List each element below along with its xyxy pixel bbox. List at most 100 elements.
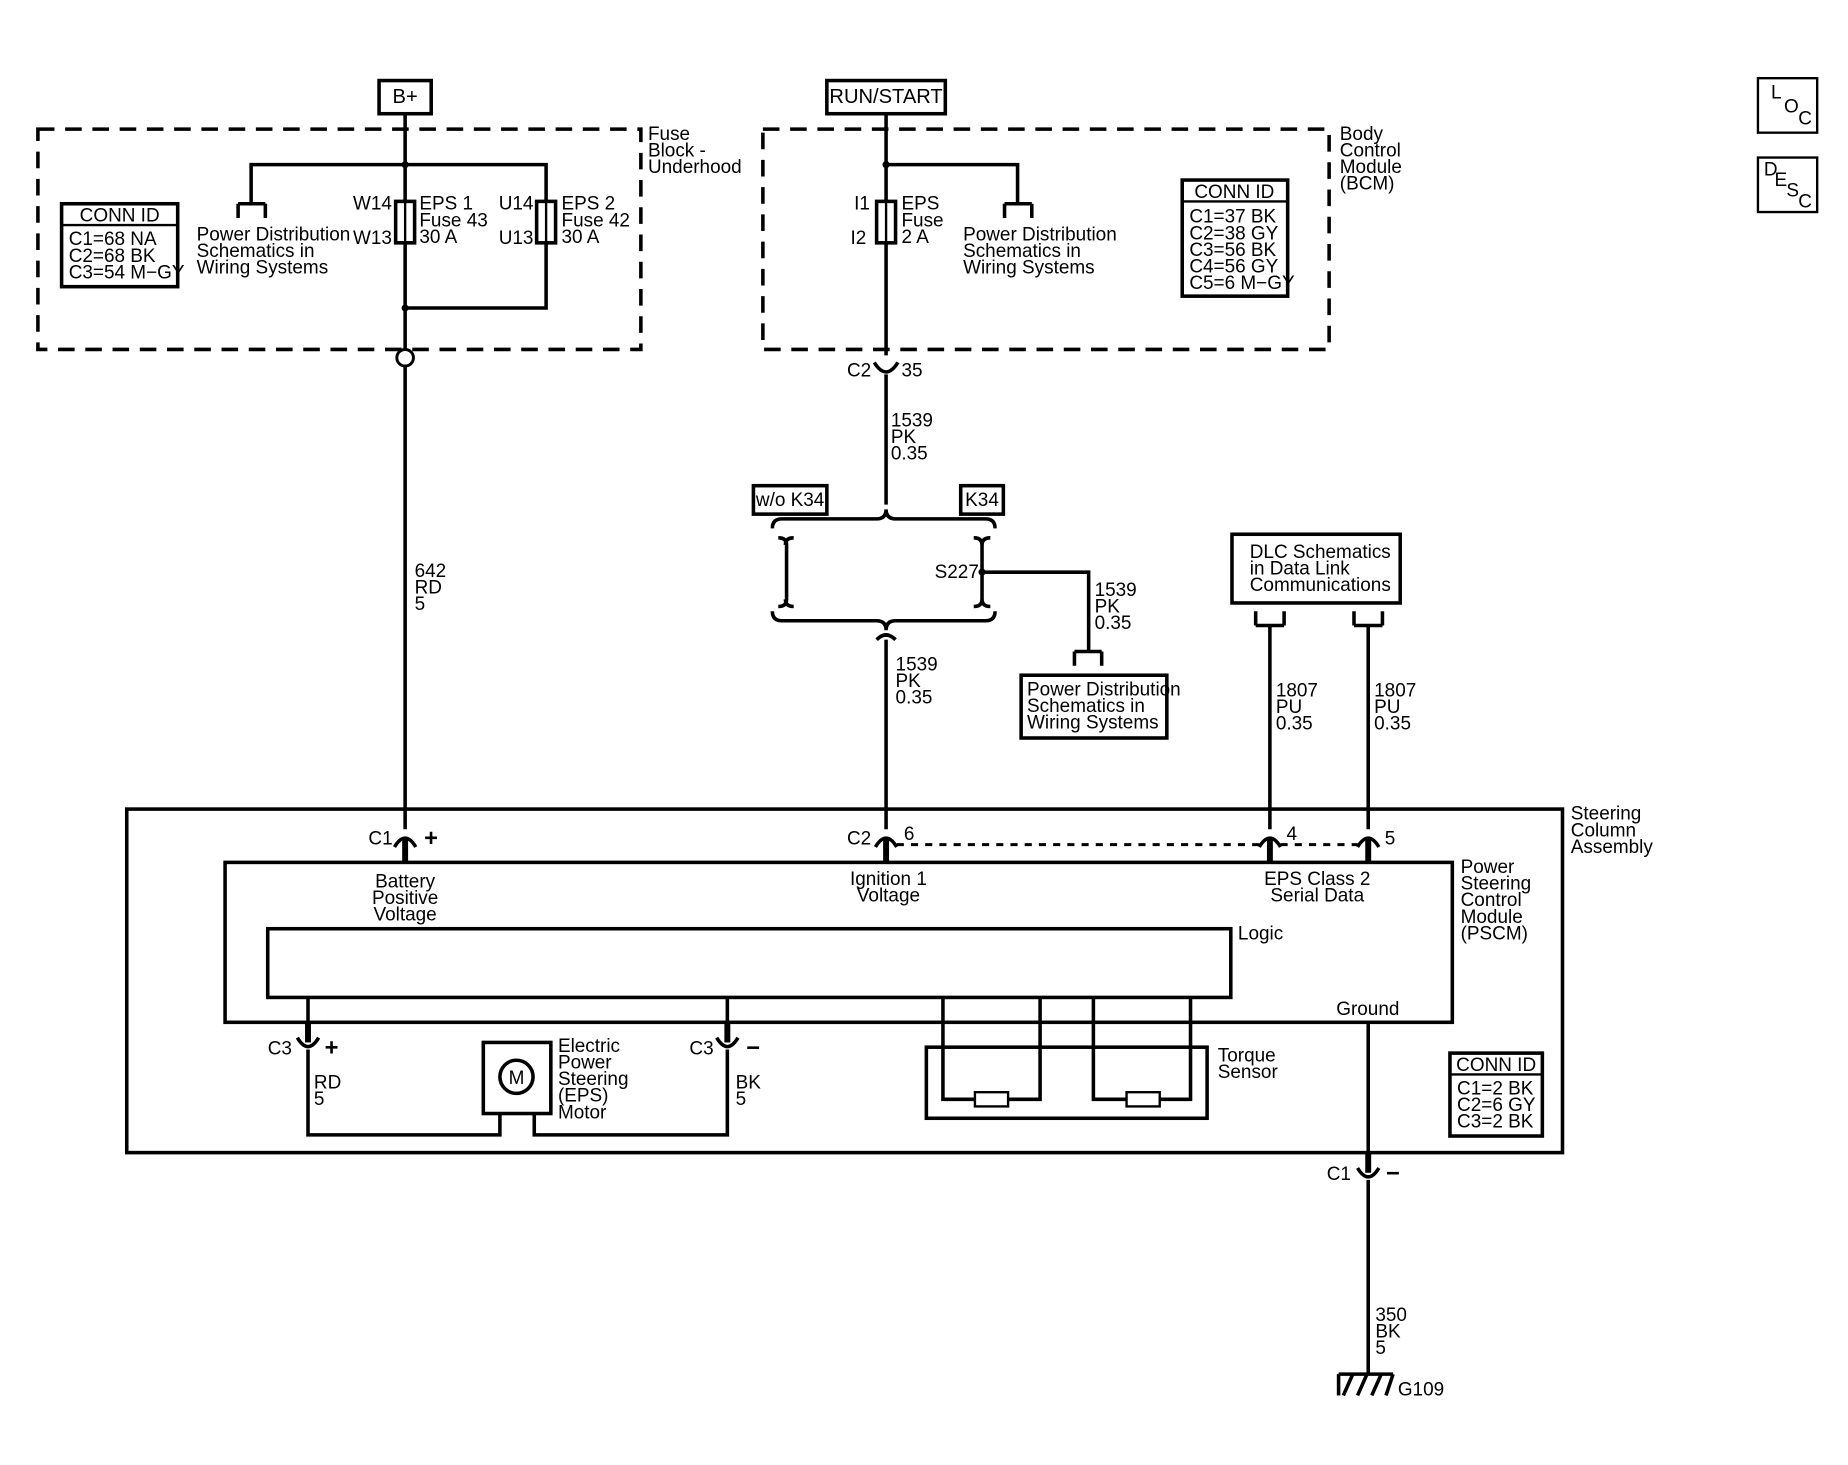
wire-label: 1807 [1276, 681, 1318, 702]
conn-id-row: C2=68 BK [69, 246, 156, 267]
fuse-eps-1: W14 W13 EPS 1 Fuse 43 30 A [353, 194, 488, 249]
conn-id-header: CONN ID [80, 206, 160, 227]
connector-name: C3 [689, 1038, 713, 1059]
wire-label: PU [1374, 697, 1400, 718]
pin-function: Voltage [374, 904, 437, 925]
torque-sensor-box [924, 1045, 1209, 1121]
option-k34: K34 [958, 483, 1006, 516]
fuse-block-conn-id: CONN ID C1=68 NA C2=68 BK C3=54 M−GY [59, 201, 185, 289]
motor-label: Steering [558, 1069, 629, 1090]
dlc-ref-text: Communications [1250, 575, 1391, 596]
pscm-outline [223, 860, 1455, 1025]
steering-column-assembly: Steering Column Assembly C1 + C2 6 4 5 P… [124, 804, 1654, 1167]
motor-symbol: M [509, 1068, 525, 1089]
wire-label: BK [736, 1073, 762, 1094]
ground-label: Ground [1336, 999, 1399, 1020]
pd-ref-text: Wiring Systems [197, 258, 329, 279]
fuse-pin-bottom: W13 [353, 228, 392, 249]
desc-letter: E [1775, 170, 1788, 191]
desc-button-frame[interactable] [1756, 156, 1819, 214]
dlc-ref-text: in Data Link [1250, 559, 1351, 580]
splice-label: S227 [935, 562, 979, 583]
bcm-title: (BCM) [1340, 174, 1395, 195]
pd-ref-text: Wiring Systems [963, 258, 1095, 279]
torque-label: Sensor [1218, 1062, 1278, 1083]
conn-id-row: C1=37 BK [1189, 207, 1276, 228]
loc-letter: L [1771, 82, 1782, 103]
connector-sign: + [424, 826, 438, 852]
wire-label: 642 [415, 561, 447, 582]
fuse-pin-top: U14 [499, 194, 534, 215]
conn-id-row: C4=56 GY [1189, 256, 1278, 277]
connector-sign: − [1386, 1161, 1400, 1187]
body-control-module: Body Control Module (BCM) Power Distribu… [761, 113, 1402, 382]
fuse-eps-2: U14 U13 EPS 2 Fuse 42 30 A [499, 194, 630, 249]
desc-button[interactable]: D E S C [1756, 156, 1819, 214]
ground-label: G109 [1398, 1379, 1444, 1400]
pd-ref-text: Schematics in [963, 241, 1081, 262]
motor-label: (EPS) [558, 1086, 609, 1107]
conn-id-row: C5=6 M−GY [1189, 273, 1295, 294]
resistor-icon [973, 1091, 1010, 1108]
pd-ref-text: Schematics in [1027, 696, 1145, 717]
motor-label: Electric [558, 1036, 620, 1057]
desc-letter: C [1798, 191, 1812, 212]
motor-icon [498, 1058, 535, 1096]
motor-box [481, 1040, 553, 1116]
wire-label: 350 [1375, 1305, 1407, 1326]
loc-button-frame[interactable] [1756, 76, 1819, 134]
wire-label: 0.35 [891, 444, 928, 465]
run-start-label: RUN/START [829, 86, 942, 108]
fuse-block-title-1: Fuse [648, 124, 690, 145]
option-box [751, 483, 829, 516]
wire-label: 5 [314, 1089, 325, 1110]
connector-icon [295, 1036, 321, 1049]
conn-id-box [1448, 1051, 1545, 1138]
fuse-pin-top: I1 [854, 194, 870, 215]
bcm-title: Body [1340, 124, 1384, 145]
conn-id-row: C3=54 M−GY [69, 262, 185, 283]
steering-title: Assembly [1571, 837, 1654, 858]
wire-1539-s227 [982, 570, 1091, 652]
connector-name: C1 [368, 829, 392, 850]
wire-label: RD [415, 577, 442, 598]
dlc-ref-text: DLC Schematics [1250, 542, 1391, 563]
ref-box [1019, 673, 1169, 740]
fuse-block-underhood: Fuse Block - Underhood CONN ID C1=68 NA … [36, 113, 742, 368]
fuse-label: 30 A [419, 227, 457, 248]
connector-name: C1 [1327, 1164, 1351, 1185]
desc-letter: D [1764, 159, 1778, 180]
wire-label: 0.35 [896, 688, 933, 709]
connector-icon [1356, 1167, 1381, 1179]
fuse-label: Fuse 42 [562, 210, 630, 231]
wire-label: 0.35 [1276, 714, 1313, 735]
conn-id-row: C2=38 GY [1189, 223, 1278, 244]
fuse-block-title-3: Underhood [648, 157, 742, 178]
pd-ref-text: Wiring Systems [1027, 713, 1159, 734]
loc-letter: C [1798, 108, 1812, 129]
conn-id-box [59, 201, 180, 289]
conn-id-header: CONN ID [1456, 1055, 1536, 1076]
fuse-label: EPS 1 [419, 194, 473, 215]
loc-button[interactable]: L O C [1756, 76, 1819, 134]
option-box [958, 483, 1006, 516]
option-label: K34 [965, 490, 999, 511]
option-without-k34: w/o K34 [751, 483, 829, 516]
bcm-connector-c2: C2 35 [847, 361, 923, 382]
connector-icon [873, 836, 899, 848]
option-label: w/o K34 [755, 490, 824, 511]
fuse-pin-bottom: U13 [499, 228, 534, 249]
fuse-eps: I1 I2 EPS Fuse 2 A [851, 194, 944, 249]
bcm-title: Control [1340, 140, 1401, 161]
wire-label: 1539 [1095, 580, 1137, 601]
conn-id-row: C3=2 BK [1457, 1112, 1534, 1133]
fuse-label: EPS 2 [562, 194, 616, 215]
fuse-block-title-2: Block - [648, 140, 706, 161]
wire-label: 5 [415, 594, 426, 615]
power-steering-control-module: Power Steering Control Module (PSCM) Bat… [223, 857, 1531, 1025]
wire-label: PK [891, 427, 917, 448]
pd-ref-text: Schematics in [197, 241, 315, 262]
wire-label: BK [1375, 1321, 1401, 1342]
connector-icon [872, 361, 900, 374]
wire-label: 5 [736, 1089, 747, 1110]
